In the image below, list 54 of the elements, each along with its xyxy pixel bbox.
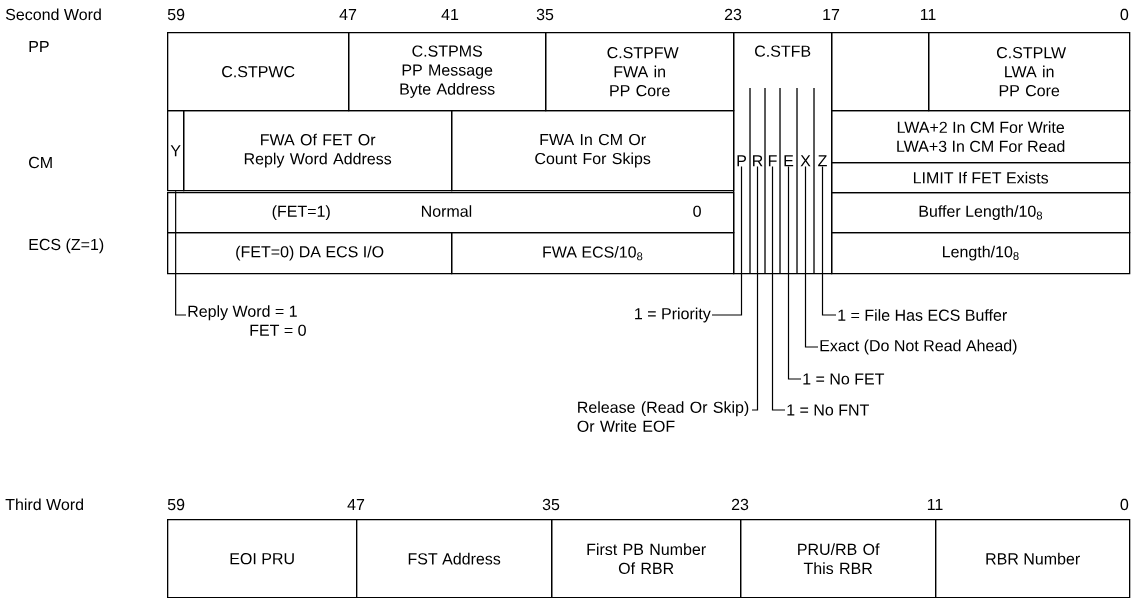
field-box: FWA Of FET Or Reply Word Address: [183, 110, 453, 192]
leader-line: [821, 165, 837, 316]
bit-number: 17: [823, 9, 840, 20]
bit-letter: Z: [818, 155, 827, 167]
row-label: PP: [29, 41, 49, 52]
field-box: (FET=1) Normal 0: [167, 192, 735, 234]
word-label: Second Word: [5, 8, 101, 21]
field-box: First PB Number Of RBR: [551, 519, 742, 598]
field-box: LIMIT If FET Exists: [831, 162, 1131, 194]
field-box: LWA+2 In CM For Write LWA+3 In CM For Read: [831, 110, 1131, 164]
bit-number: 35: [542, 498, 560, 511]
empty-field-box: [831, 32, 930, 112]
bit-letter: R: [753, 155, 763, 167]
field-box: Y: [167, 110, 185, 192]
bit-letter: F: [768, 155, 777, 167]
bit-number: 23: [731, 498, 749, 511]
field-box: Length/10$_{8}$: [831, 232, 1131, 275]
annotation-text: Reply Word = 1 FET = 0: [188, 305, 306, 336]
field-box: RBR Number: [935, 519, 1131, 598]
leader-line: [175, 190, 187, 316]
annotation-text: 1 = No FET: [803, 373, 885, 385]
annotation-text: Release (Read Or Skip) Or Write EOF: [577, 401, 749, 432]
bit-number: 23: [724, 8, 742, 21]
field-box: C.STPWC: [167, 32, 350, 112]
leader-line: [711, 165, 743, 316]
row-label: ECS (Z=1): [29, 238, 104, 254]
bit-number: 11: [920, 9, 936, 20]
leader-line: [787, 165, 802, 380]
annotation-text: Exact (Do Not Read Ahead): [820, 339, 1017, 355]
field-box: (FET=0) DA ECS I/O: [167, 232, 453, 275]
annotation-text: 1 = File Has ECS Buffer: [838, 309, 1007, 321]
bit-number: 11: [927, 499, 943, 510]
field-box: C.STPMS PP Message Byte Address: [348, 32, 547, 112]
field-box: EOI PRU: [167, 519, 358, 598]
row-label: CM: [29, 156, 52, 169]
bit-number: 35: [536, 8, 554, 21]
bit-letter: E: [784, 155, 794, 167]
bit-number: 47: [339, 9, 357, 20]
field-box: C.STPFW FWA in PP Core: [545, 32, 735, 112]
leader-line: [804, 165, 819, 348]
leader-line: [771, 165, 786, 411]
field-box: PRU/RB Of This RBR: [740, 519, 937, 598]
field-box: FWA In CM Or Count For Skips: [451, 110, 735, 192]
bit-number: 47: [347, 499, 365, 510]
field-box: Buffer Length/10$_{8}$: [831, 192, 1131, 234]
annotation-text: 1 = No FNT: [787, 404, 869, 416]
leader-line: [751, 165, 759, 411]
word-label: Third Word: [5, 498, 83, 511]
bit-letter: X: [800, 155, 811, 167]
field-box: C.STPLW LWA in PP Core: [928, 32, 1131, 112]
field-box: FWA ECS/10$_{8}$: [451, 232, 735, 275]
field-box: FST Address: [356, 519, 553, 598]
annotation-text: 1 = Priority: [635, 307, 711, 323]
bit-letter: P: [737, 155, 746, 167]
